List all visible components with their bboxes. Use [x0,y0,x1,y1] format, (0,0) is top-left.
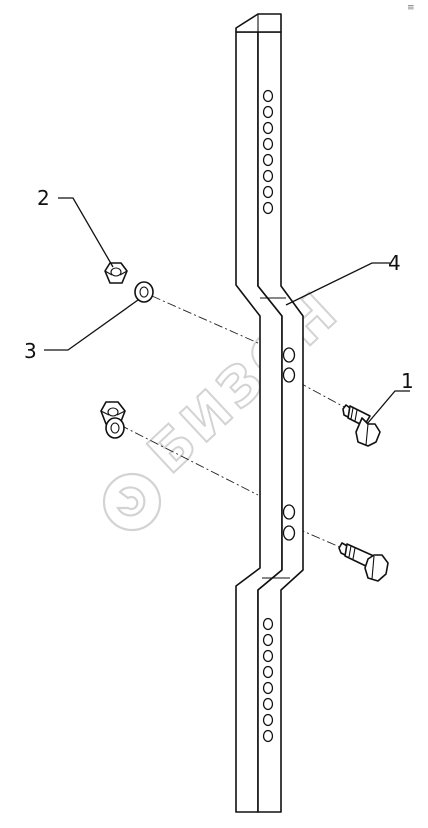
callout-3: 3 [24,339,37,363]
lower-washer [105,417,125,439]
callout-4: 4 [388,251,401,275]
callout-2: 2 [37,186,50,210]
callout-1: 1 [401,369,414,393]
corner-mark: ≡ [407,3,415,13]
lower-bolt [338,542,389,582]
watermark: БИЗОН [102,278,352,532]
upper-adjustment-holes [262,89,274,215]
mounting-holes [282,347,296,541]
watermark-text: БИЗОН [136,279,351,486]
upper-nut [104,262,128,284]
watermark-logo-icon [102,472,162,532]
upper-bolt [342,404,381,447]
leader-lines [44,197,410,425]
lower-adjustment-holes [262,617,274,743]
upper-washer [134,281,154,303]
bar-front-face [257,31,304,813]
